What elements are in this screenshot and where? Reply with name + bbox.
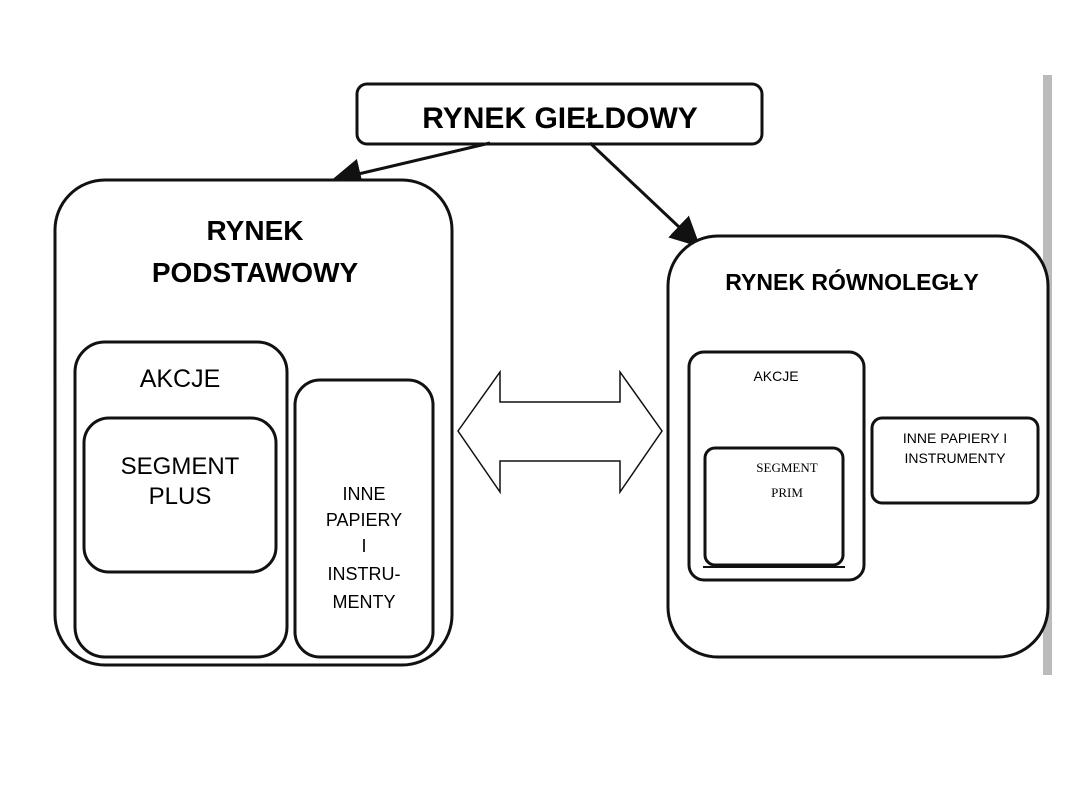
main-market-title-1: RYNEK [207, 215, 304, 246]
parallel-other-line-2: INSTRUMENTY [904, 450, 1006, 466]
root-node: RYNEK GIEŁDOWY [355, 82, 764, 146]
arrow-to-main-market [331, 141, 491, 189]
parallel-market-title: RYNEK RÓWNOLEGŁY [725, 268, 978, 295]
main-market-node: RYNEK PODSTAWOWY AKCJE SEGMENT PLUS INNE… [53, 178, 454, 667]
parallel-market-node: RYNEK RÓWNOLEGŁY AKCJE SEGMENT PRIM INNE… [666, 234, 1050, 659]
root-label: RYNEK GIEŁDOWY [422, 102, 698, 135]
main-other-line-5: MENTY [333, 592, 396, 612]
segment-plus-line-1: SEGMENT [121, 453, 240, 480]
parallel-other-box [870, 416, 1040, 505]
segment-prim-box [703, 446, 845, 567]
arrow-to-parallel-market [588, 141, 701, 248]
segment-prim-line-1: SEGMENT [756, 460, 817, 475]
main-other-line-3: I [361, 536, 366, 556]
main-other-box [293, 378, 435, 659]
parallel-shares-label: AKCJE [753, 368, 798, 384]
bidirectional-arrow [457, 369, 663, 495]
parallel-other-line-1: INNE PAPIERY I [903, 430, 1007, 446]
main-other-line-2: PAPIERY [326, 510, 402, 530]
segment-plus-line-2: PLUS [149, 483, 212, 510]
main-shares-label: AKCJE [140, 365, 221, 393]
main-market-title-2: PODSTAWOWY [152, 257, 359, 288]
main-other-line-4: INSTRU- [328, 564, 401, 584]
segment-plus-box [82, 416, 278, 574]
segment-prim-line-2: PRIM [771, 485, 803, 500]
main-other-line-1: INNE [342, 484, 385, 504]
